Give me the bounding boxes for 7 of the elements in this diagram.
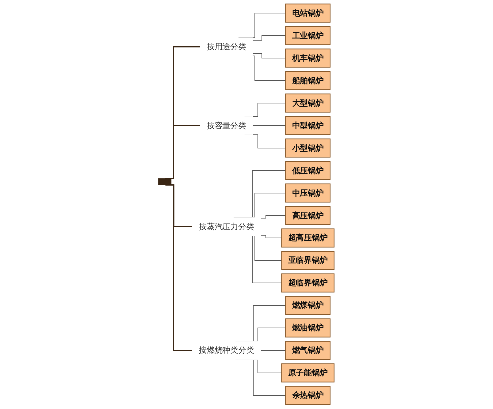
connector [260,235,282,239]
connector [252,125,286,126]
connector [260,215,286,219]
node-bar [158,178,172,186]
connector [252,53,286,59]
connector [260,350,286,351]
connector [252,36,286,41]
